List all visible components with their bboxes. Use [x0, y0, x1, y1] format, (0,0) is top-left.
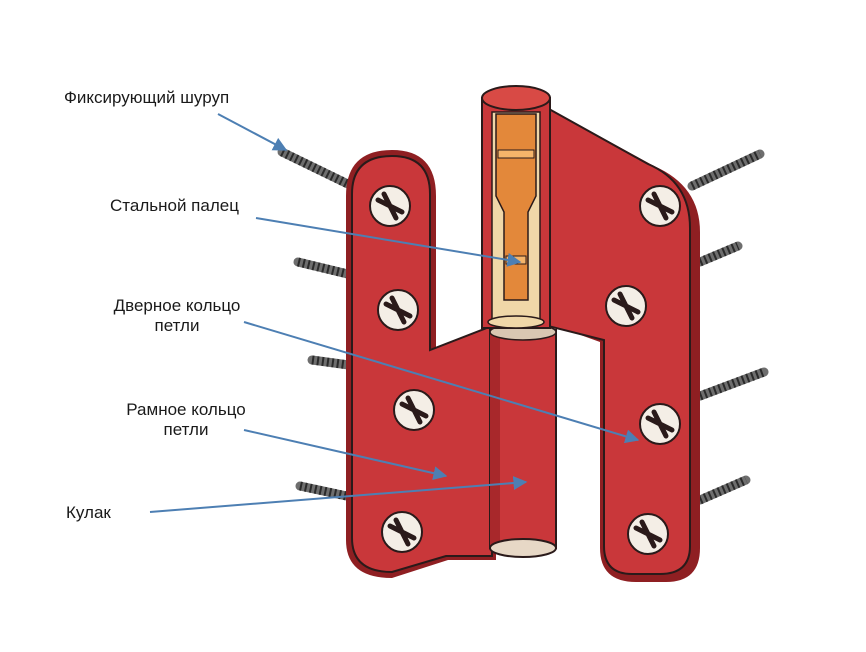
screw-right-4: [695, 475, 751, 505]
label-door-ring-line2: петли: [154, 316, 200, 335]
arrow-cam: [149, 476, 528, 513]
screw-head-icon: [369, 185, 411, 227]
arrow-fixing-screw: [217, 113, 288, 151]
door-plate: [538, 102, 700, 582]
upper-knuckle: [481, 85, 551, 329]
label-door-ring: Дверное кольцо петли: [90, 296, 264, 336]
screw-head-icon: [377, 289, 419, 331]
label-cam: Кулак: [66, 503, 111, 522]
screw-right-1: [687, 149, 765, 191]
frame-plate: [346, 150, 496, 578]
label-steel-pin: Стальной палец: [110, 196, 239, 215]
label-frame-ring: Рамное кольцо петли: [104, 400, 268, 440]
lower-knuckle: [489, 323, 557, 558]
arrow-steel-pin: [255, 217, 522, 267]
label-frame-ring-line1: Рамное кольцо: [126, 400, 246, 419]
steel-pin: [495, 113, 537, 301]
label-fixing-screw: Фиксирующий шуруп: [64, 88, 230, 107]
screw-head-icon: [639, 185, 681, 227]
screw-head-icon: [393, 389, 435, 431]
door-plate-screw-heads: [605, 185, 681, 555]
label-door-ring-line1: Дверное кольцо: [113, 296, 241, 315]
screw-right-2: [695, 241, 743, 267]
arrow-frame-ring: [243, 429, 448, 481]
frame-plate-screw-heads: [369, 185, 435, 553]
screw-head-icon: [639, 403, 681, 445]
screw-left-1: [277, 147, 361, 193]
right-screws: [687, 149, 769, 505]
screw-head-icon: [605, 285, 647, 327]
leader-arrows: [149, 113, 640, 513]
screw-head-icon: [627, 513, 669, 555]
screw-right-3: [695, 367, 769, 401]
arrow-door-ring: [243, 321, 640, 444]
screw-head-icon: [381, 511, 423, 553]
label-frame-ring-line2: петли: [163, 420, 209, 439]
